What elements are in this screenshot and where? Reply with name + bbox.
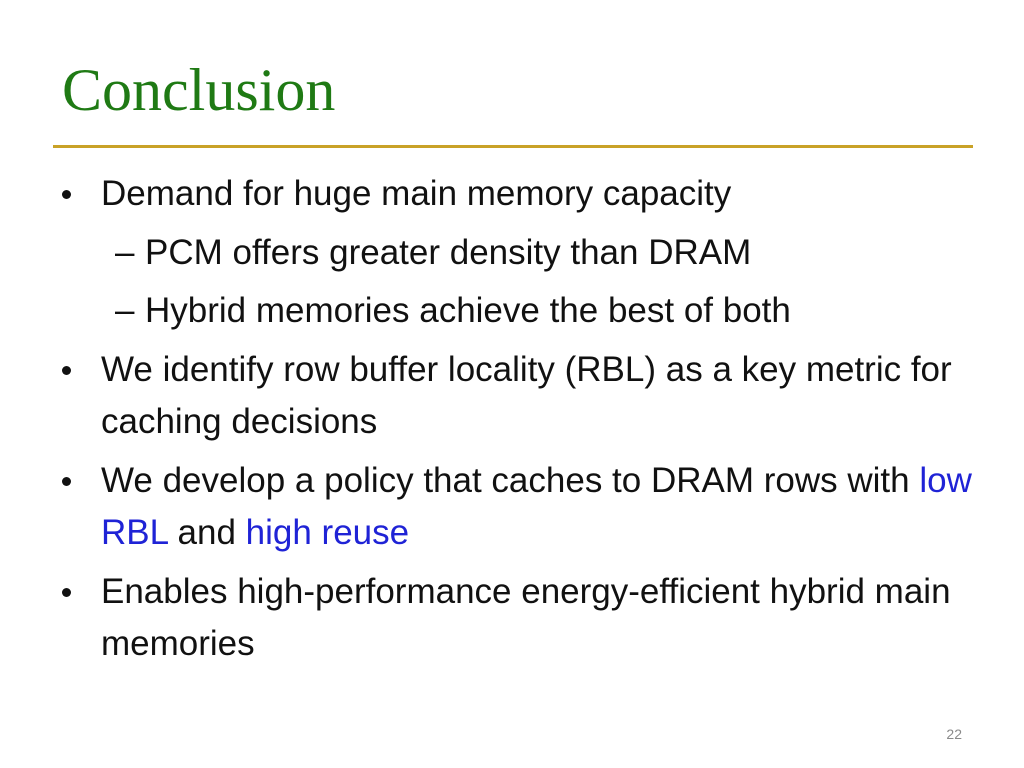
bullet-text: Enables high-performance energy-efficien… xyxy=(101,571,951,664)
sub-bullet-item: – PCM offers greater density than DRAM xyxy=(62,227,992,280)
bullet-dot xyxy=(62,587,71,597)
bullet-text: Demand for huge main memory capacity xyxy=(101,174,732,213)
bullet-text-part: and xyxy=(167,513,246,552)
bullet-dot xyxy=(62,476,71,486)
slide-body: Demand for huge main memory capacity – P… xyxy=(62,168,992,677)
slide-number: 22 xyxy=(946,726,962,742)
highlighted-text-high-reuse: high reuse xyxy=(245,513,410,552)
sub-bullet-item: – Hybrid memories achieve the best of bo… xyxy=(62,285,992,338)
bullet-item: We develop a policy that caches to DRAM … xyxy=(62,455,992,560)
bullet-text: We identify row buffer locality (RBL) as… xyxy=(101,349,952,442)
dash-marker: – xyxy=(115,232,135,272)
slide-title: Conclusion xyxy=(62,57,336,123)
title-divider xyxy=(53,145,973,148)
sub-bullet-text: Hybrid memories achieve the best of both xyxy=(145,291,791,330)
highlighted-text-low-rbl: low RBL xyxy=(101,460,972,553)
bullet-text-part: We develop a policy that caches to DRAM … xyxy=(101,460,920,500)
dash-marker: – xyxy=(115,291,135,330)
bullet-item: Enables high-performance energy-efficien… xyxy=(62,566,992,671)
bullet-dot xyxy=(62,190,71,199)
bullet-item: We identify row buffer locality (RBL) as… xyxy=(62,344,992,449)
bullet-item: Demand for huge main memory capacity xyxy=(62,168,992,221)
sub-bullet-text: PCM offers greater density than DRAM xyxy=(145,232,752,272)
bullet-dot xyxy=(62,365,71,375)
